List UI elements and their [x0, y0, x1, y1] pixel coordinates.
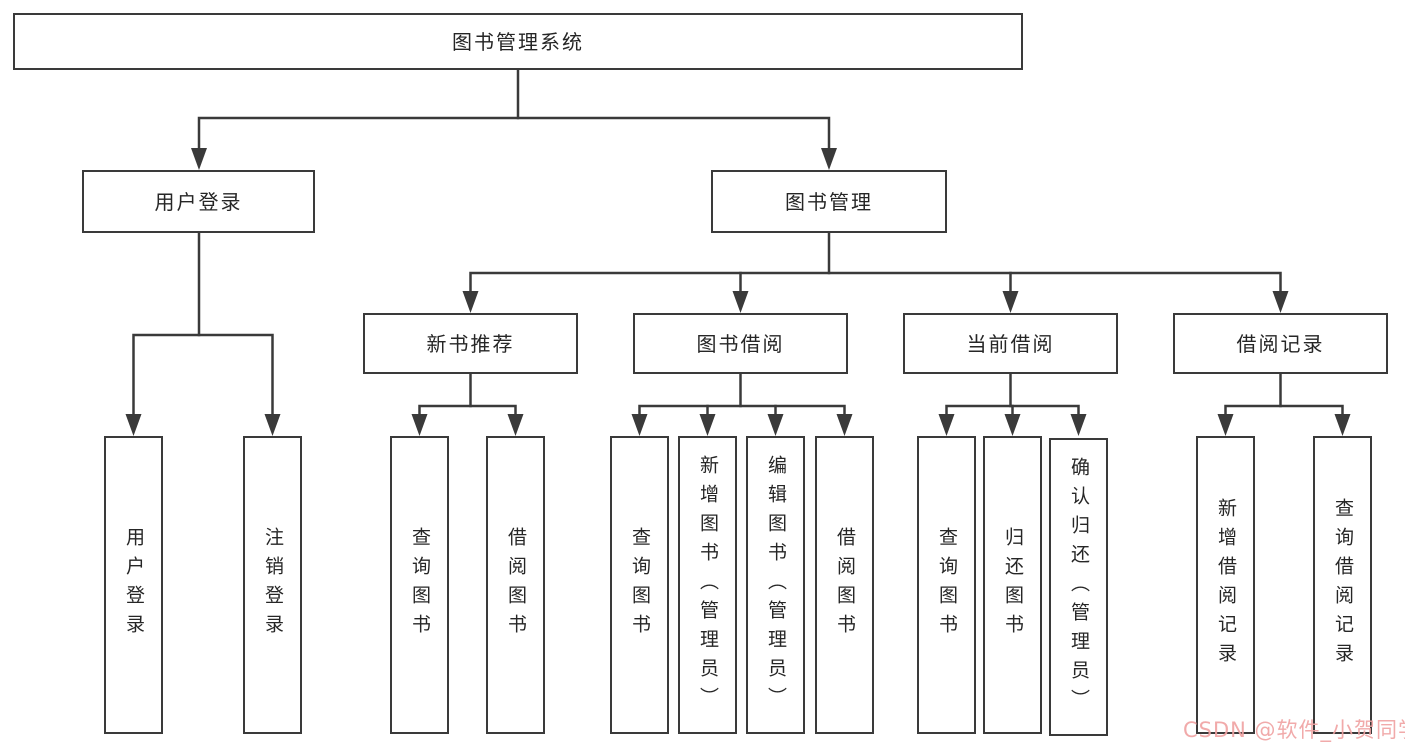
arrow-down-icon	[411, 414, 428, 436]
arrow-down-icon	[1217, 414, 1234, 436]
leaf-return-books: 归还图书	[983, 436, 1042, 734]
arrow-down-icon	[938, 414, 955, 436]
arrow-down-icon	[191, 148, 207, 170]
arrow-down-icon	[1004, 414, 1021, 436]
leaf-borrow-query-books: 查询图书	[610, 436, 669, 734]
leaf-user-login: 用户登录	[104, 436, 163, 734]
leaf-add-borrow-record: 新增借阅记录	[1196, 436, 1255, 734]
node-new-book-recommend: 新书推荐	[363, 313, 578, 374]
leaf-query-borrow-record: 查询借阅记录	[1313, 436, 1372, 734]
arrow-down-icon	[1272, 291, 1289, 313]
leaf-confirm-return-admin: 确认归还（管理员）	[1049, 438, 1108, 736]
leaf-logout: 注销登录	[243, 436, 302, 734]
leaf-borrow-books: 借阅图书	[815, 436, 874, 734]
arrow-down-icon	[821, 148, 837, 170]
arrow-down-icon	[699, 414, 716, 436]
arrow-down-icon	[631, 414, 648, 436]
csdn-watermark: CSDN @软件_小贺同学	[1183, 718, 1405, 742]
node-library-system: 图书管理系统	[13, 13, 1023, 70]
arrow-down-icon	[507, 414, 524, 436]
arrow-down-icon	[1334, 414, 1351, 436]
arrow-down-icon	[1070, 414, 1087, 436]
arrow-down-icon	[264, 414, 281, 436]
leaf-recommend-borrow-books: 借阅图书	[486, 436, 545, 734]
leaf-add-books-admin: 新增图书（管理员）	[678, 436, 737, 734]
leaf-current-query-books: 查询图书	[917, 436, 976, 734]
arrow-down-icon	[836, 414, 853, 436]
arrow-down-icon	[125, 414, 142, 436]
leaf-recommend-query-books: 查询图书	[390, 436, 449, 734]
arrow-down-icon	[767, 414, 784, 436]
node-user-login: 用户登录	[82, 170, 315, 233]
node-book-management: 图书管理	[711, 170, 947, 233]
arrow-down-icon	[462, 291, 479, 313]
arrow-down-icon	[1002, 291, 1019, 313]
node-current-borrow: 当前借阅	[903, 313, 1118, 374]
leaf-edit-books-admin: 编辑图书（管理员）	[746, 436, 805, 734]
node-borrow-records: 借阅记录	[1173, 313, 1388, 374]
node-book-borrow: 图书借阅	[633, 313, 848, 374]
arrow-down-icon	[732, 291, 749, 313]
